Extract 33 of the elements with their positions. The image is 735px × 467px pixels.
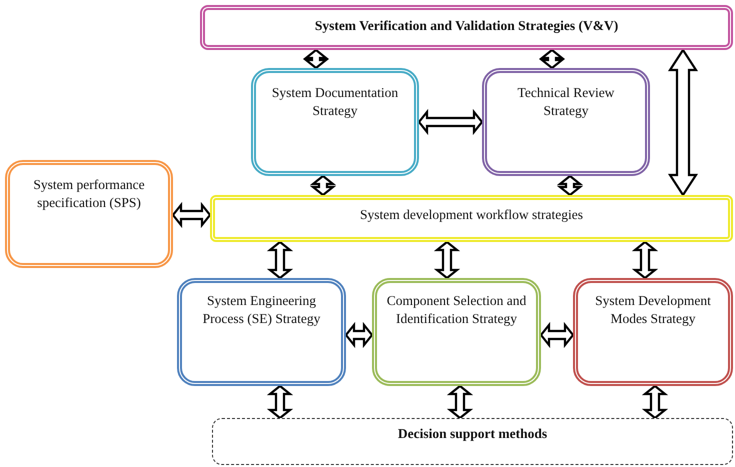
double-arrow — [266, 240, 294, 280]
box-label: System Verification and Validation Strategies (V&V) — [314, 17, 618, 35]
double-arrow — [556, 174, 584, 196]
double-arrow — [310, 174, 336, 196]
box-label: System development workflow strategies — [360, 206, 584, 224]
double-arrow — [632, 240, 658, 280]
box-label: System Development Modes Strategy — [594, 292, 712, 328]
double-arrow — [302, 48, 330, 70]
double-arrow — [172, 202, 212, 228]
double-arrow — [434, 240, 460, 280]
box-label: Technical Review Strategy — [516, 84, 616, 120]
box-label: Decision support methods — [398, 425, 548, 443]
double-arrow — [668, 48, 698, 198]
rounded-box — [200, 5, 733, 50]
dashed-box — [212, 418, 733, 465]
double-arrow — [538, 48, 566, 70]
rounded-box — [573, 278, 733, 386]
rounded-box — [482, 68, 650, 176]
double-arrow — [446, 384, 474, 420]
double-arrow — [266, 384, 294, 420]
double-arrow — [642, 384, 668, 420]
double-arrow — [540, 322, 574, 348]
rounded-box — [372, 278, 541, 386]
box-label: System Engineering Process (SE) Strategy — [202, 292, 322, 328]
rounded-box — [251, 68, 419, 176]
box-label: System performance specification (SPS) — [32, 176, 146, 212]
rounded-box — [210, 195, 733, 242]
double-arrow — [344, 322, 374, 348]
rounded-box — [5, 160, 173, 268]
box-label: System Documentation Strategy — [270, 84, 400, 120]
rounded-box — [177, 278, 346, 386]
double-arrow — [418, 108, 484, 136]
box-label: Component Selection and Identification Strategy — [386, 292, 528, 328]
